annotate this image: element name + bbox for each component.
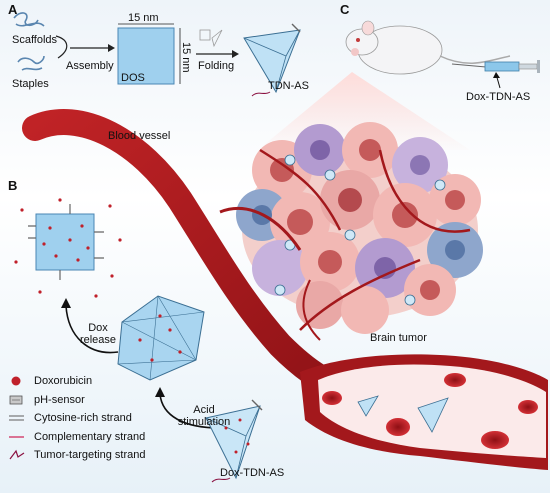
targeting-strand-icon [8,449,30,461]
legend: Doxorubicin pH-sensor Cytosine-rich stra… [8,372,145,465]
legend-item-ph-sensor: pH-sensor [8,391,145,410]
panel-label-c: C [340,4,349,16]
cytosine-strand-icon [8,412,30,424]
blood-vessel-label: Blood vessel [108,130,170,142]
red-blood-cell [322,391,342,405]
released-dos-square [28,204,104,280]
red-blood-cell [481,431,509,449]
legend-item-targeting: Tumor-targeting strand [8,446,145,465]
tdn-as-label: TDN-AS [268,80,309,92]
panel-label-a: A [8,4,17,16]
ph-sensor-icon [8,394,30,406]
dos-dim-top: 15 nm [128,12,159,24]
folding-icon [200,30,222,46]
doxorubicin-icon [8,375,30,387]
scaffold-icon [14,13,44,26]
staples-icon [18,56,44,70]
acid-stimulation-label: Acid stimulation [174,404,234,428]
red-blood-cell [518,400,538,414]
assembly-arrow [56,36,108,58]
dox-release-label: Dox release [76,322,120,346]
staples-label: Staples [12,78,49,90]
dos-label: DOS [121,72,145,84]
opened-nanostructure [118,296,204,380]
red-blood-cell [444,373,466,387]
dos-dim-side: 15 nm [180,42,192,73]
legend-item-complementary: Complementary strand [8,428,145,447]
red-blood-cell [386,418,410,436]
panel-label-b: B [8,180,17,192]
legend-item-cytosine: Cytosine-rich strand [8,409,145,428]
brain-tumor-label: Brain tumor [370,332,427,344]
legend-item-doxorubicin: Doxorubicin [8,372,145,391]
complementary-strand-icon [8,431,30,443]
folding-label: Folding [198,60,234,72]
syringe-label: Dox-TDN-AS [466,91,530,103]
dox-tdn-as-label: Dox-TDN-AS [220,467,284,479]
syringe-icon [452,60,540,88]
scaffolds-label: Scaffolds [12,34,57,46]
assembly-label: Assembly [66,60,114,72]
